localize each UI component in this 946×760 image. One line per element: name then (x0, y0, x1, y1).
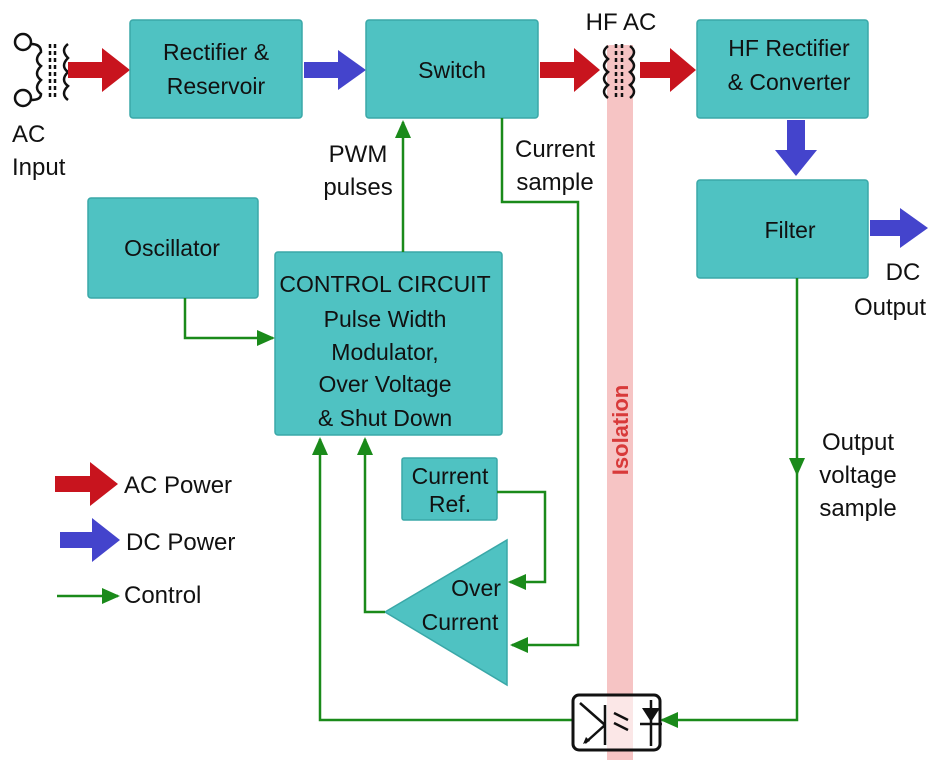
legend-control-label: Control (124, 582, 201, 609)
svg-text:Switch: Switch (418, 57, 486, 83)
hf-ac-label: HF AC (586, 9, 657, 36)
output-sample-label-3: sample (819, 495, 896, 522)
dc-power-arrow (775, 120, 817, 176)
svg-text:Modulator,: Modulator, (331, 339, 438, 365)
rectifier-reservoir-block: Rectifier & Reservoir (129, 19, 303, 119)
current-ref-line (497, 490, 547, 590)
output-sample-label: Output (822, 429, 894, 456)
current-sample-label: Current (515, 136, 595, 163)
svg-text:Over Voltage: Over Voltage (319, 371, 452, 397)
svg-text:Pulse Width: Pulse Width (324, 306, 447, 332)
output-sample-line (660, 278, 799, 728)
optocoupler-icon (571, 693, 662, 752)
pwm-label-2: pulses (323, 174, 392, 201)
dc-power-arrow (870, 208, 928, 248)
ac-power-arrow (68, 48, 130, 92)
control-circuit-block: CONTROL CIRCUIT Pulse Width Modulator, O… (274, 251, 503, 436)
input-transformer-icon (13, 32, 70, 108)
dc-power-arrow (304, 50, 366, 90)
current-ref-block: Current Ref. (401, 457, 498, 521)
pwm-label: PWM (329, 141, 388, 168)
hf-rectifier-converter-block: HF Rectifier & Converter (696, 19, 869, 119)
ac-power-arrow (640, 48, 696, 92)
svg-text:Reservoir: Reservoir (167, 73, 266, 99)
svg-text:Oscillator: Oscillator (124, 235, 220, 261)
hf-transformer-icon (602, 44, 636, 100)
svg-text:Over: Over (451, 575, 501, 601)
isolation-label: Isolation (608, 385, 633, 475)
switch-block: Switch (365, 19, 539, 119)
over-current-comparator: Over Current (383, 538, 508, 687)
svg-text:Rectifier &: Rectifier & (163, 39, 269, 65)
svg-text:Filter: Filter (764, 217, 815, 243)
isolation-barrier (607, 45, 633, 760)
output-sample-label-2: voltage (819, 462, 896, 489)
legend: AC Power DC Power Control (55, 462, 235, 609)
dc-output-label: DC (886, 259, 921, 286)
svg-text:& Converter: & Converter (728, 69, 851, 95)
current-sample-line (500, 118, 580, 653)
oscillator-block: Oscillator (87, 197, 259, 299)
legend-ac-power-arrow (55, 462, 118, 506)
svg-text:Current: Current (422, 609, 499, 635)
svg-text:HF Rectifier: HF Rectifier (728, 35, 850, 61)
legend-ac-power-label: AC Power (124, 472, 232, 499)
dc-output-label-2: Output (854, 294, 926, 321)
svg-text:Current: Current (412, 463, 489, 489)
oscillator-line (183, 298, 275, 346)
legend-dc-power-arrow (60, 518, 120, 562)
svg-text:& Shut Down: & Shut Down (318, 405, 452, 431)
ac-input-label: AC (12, 121, 45, 148)
ac-power-arrow (540, 48, 600, 92)
svg-text:Ref.: Ref. (429, 491, 471, 517)
ac-input-label-2: Input (12, 154, 66, 181)
down-arrow-icon (789, 458, 805, 476)
filter-block: Filter (696, 179, 869, 279)
svg-text:CONTROL CIRCUIT: CONTROL CIRCUIT (279, 271, 490, 297)
current-sample-label-2: sample (516, 169, 593, 196)
feedback-line (312, 437, 573, 722)
over-current-line (357, 437, 385, 614)
legend-dc-power-label: DC Power (126, 529, 235, 556)
